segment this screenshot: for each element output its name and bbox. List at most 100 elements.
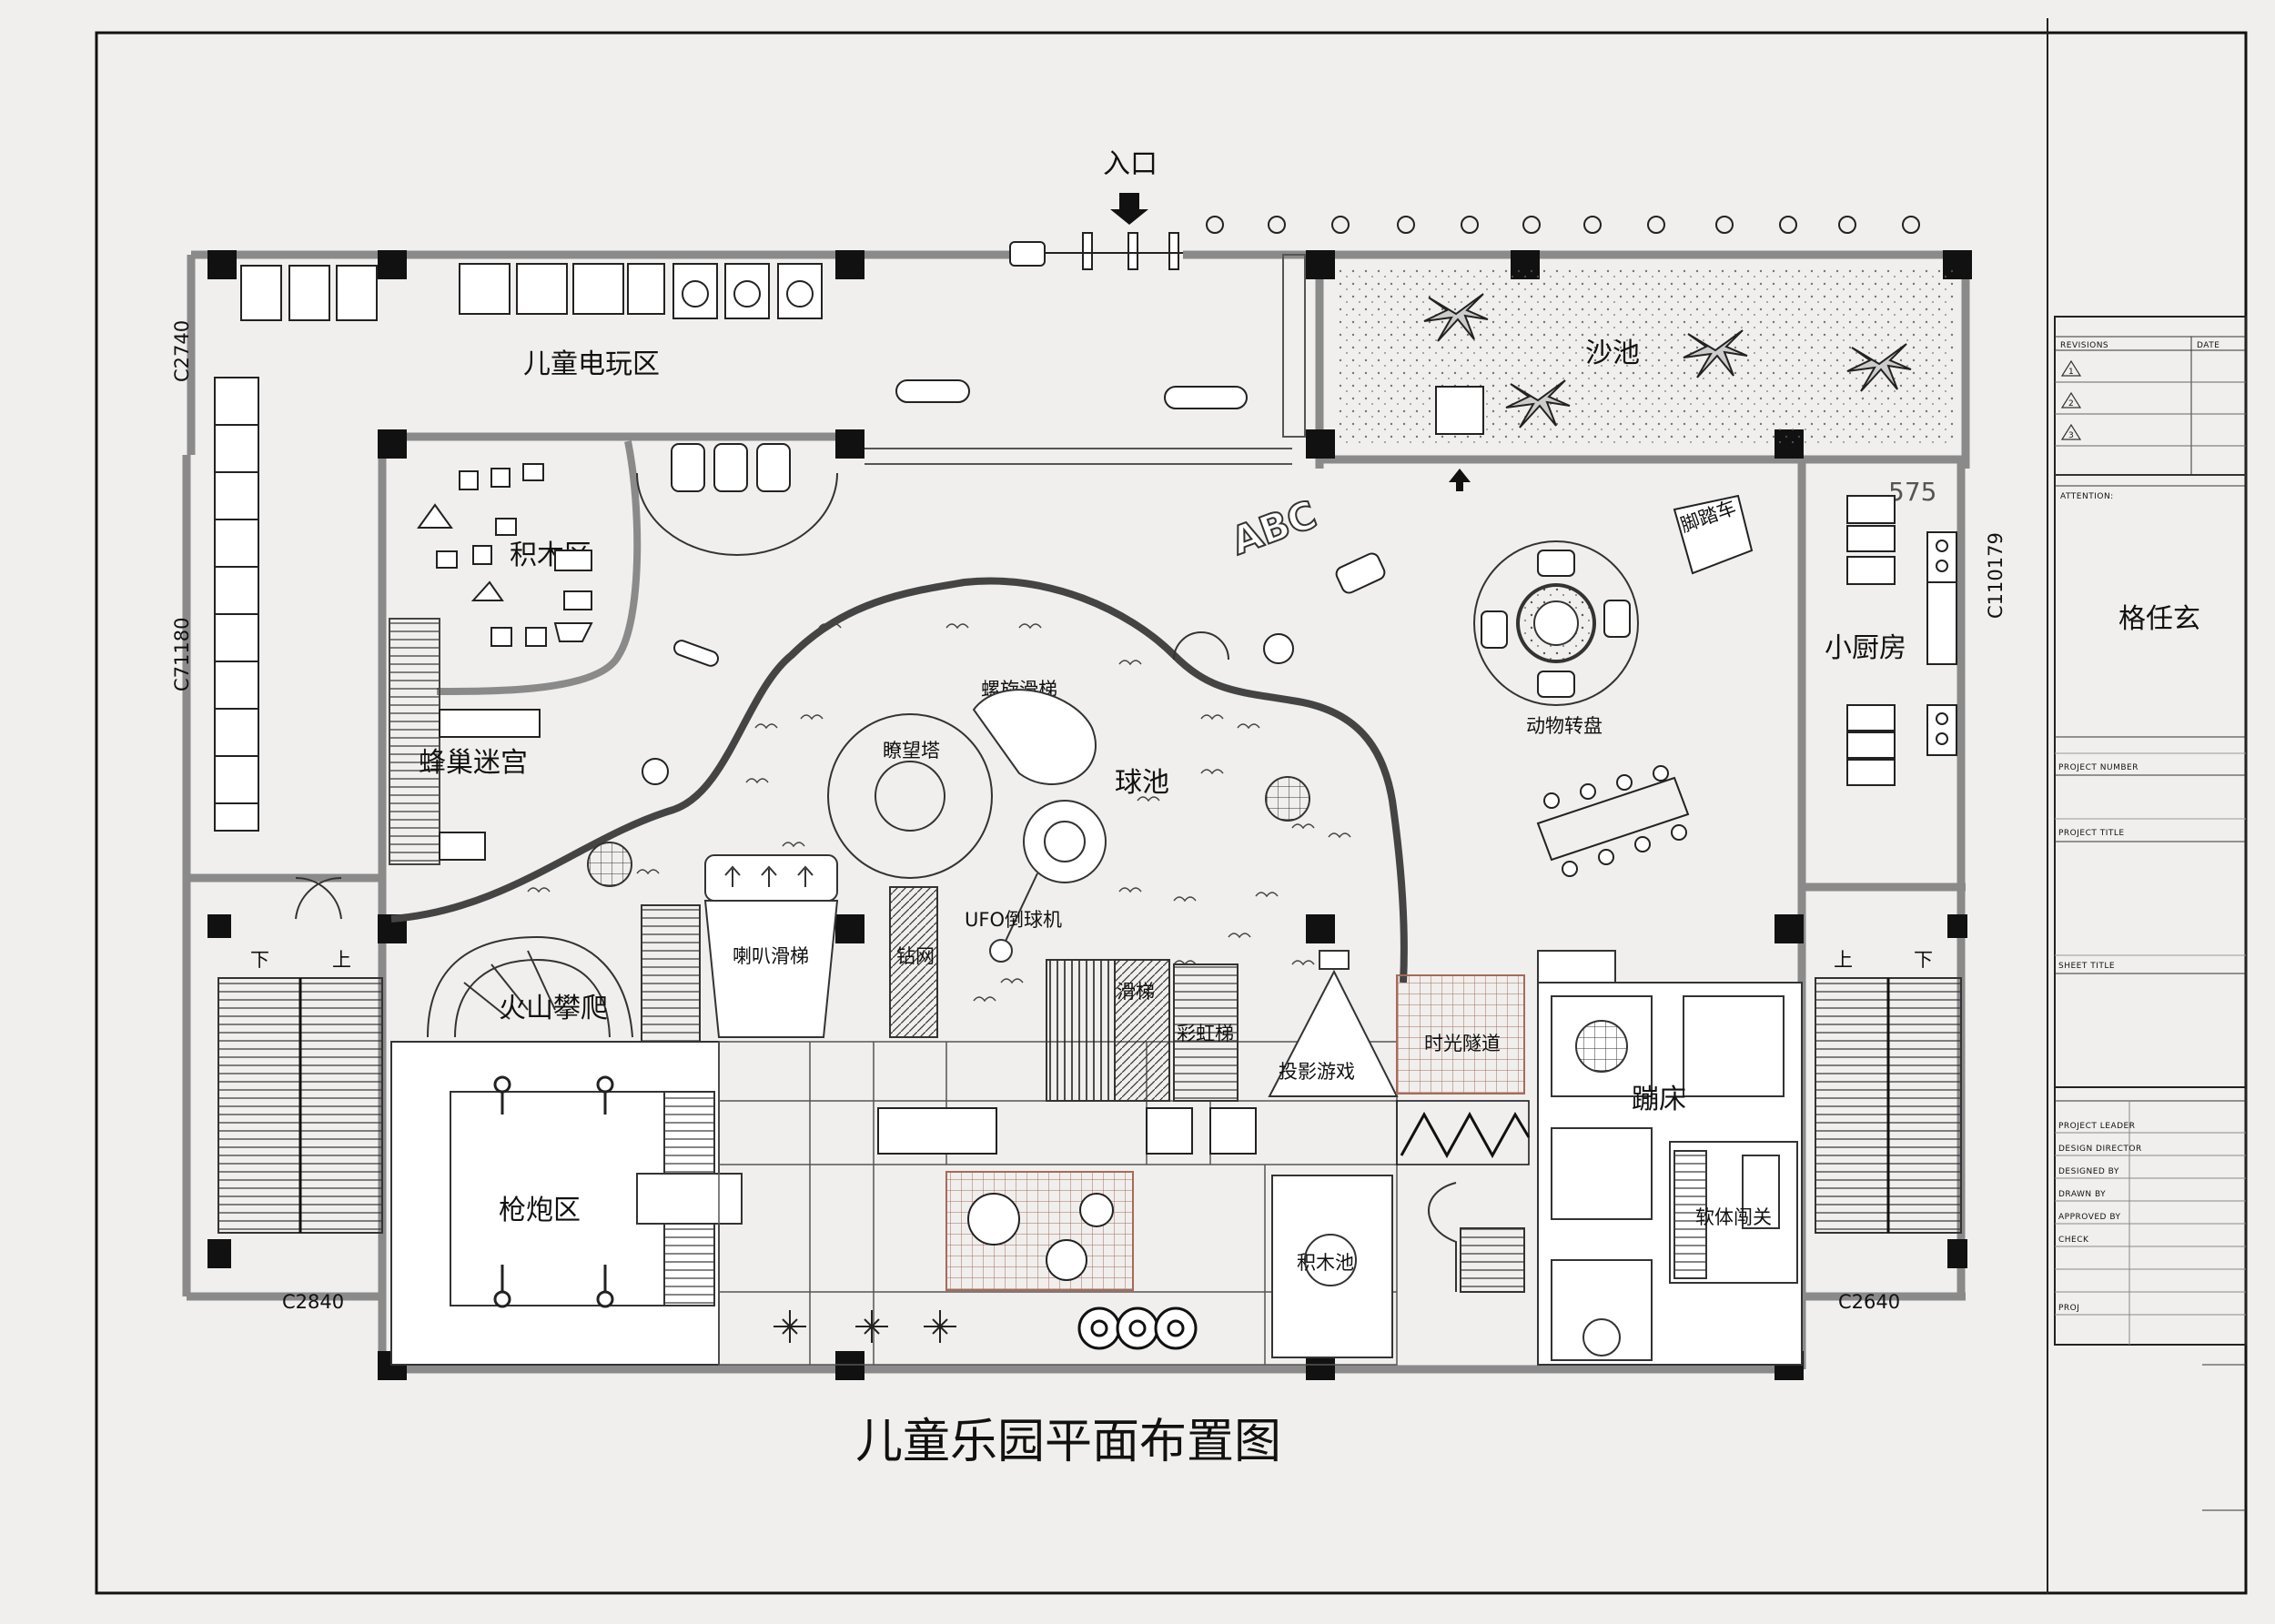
wave-pads bbox=[877, 1107, 1257, 1155]
stair-right-down: 下 bbox=[1914, 949, 1933, 971]
toy-ball-1 bbox=[1263, 633, 1294, 664]
dim-c2840: C2840 bbox=[282, 1291, 344, 1313]
ball-pool-entry-arc bbox=[1173, 631, 1229, 661]
block-pool-label: 积木池 bbox=[1297, 1252, 1354, 1274]
stair-left-up: 上 bbox=[332, 949, 351, 971]
entry-curve bbox=[1428, 1182, 1457, 1292]
tb-row-7: PROJ bbox=[2058, 1304, 2079, 1313]
honeycomb-bench-2 bbox=[439, 832, 486, 861]
ball-pool-boundary bbox=[390, 577, 1408, 983]
honeycomb-maze-label: 蜂巢迷宫 bbox=[419, 747, 528, 779]
sand-pool-area bbox=[1338, 269, 1956, 448]
gun-zone-bridge bbox=[636, 1173, 743, 1225]
volcano-climb bbox=[427, 935, 633, 1038]
entrance-label: 入口 bbox=[1103, 148, 1158, 180]
mini-carousel-arc bbox=[636, 472, 838, 556]
tb-project-number: PROJECT NUMBER bbox=[2058, 763, 2138, 772]
animal-carousel-core bbox=[1533, 600, 1579, 646]
glass-partition bbox=[864, 254, 1306, 465]
tb-row-5: APPROVED BY bbox=[2058, 1213, 2121, 1222]
soft-level bbox=[1669, 1141, 1798, 1284]
up-arrow-icons bbox=[724, 865, 814, 887]
block-pool-circle bbox=[1304, 1234, 1357, 1286]
spiral-slide bbox=[972, 689, 1107, 963]
tb-project-title: PROJECT TITLE bbox=[2058, 829, 2125, 838]
ball-pool-waves bbox=[527, 623, 1351, 1003]
projection-game bbox=[1268, 950, 1399, 1097]
tb-row-6: CHECK bbox=[2058, 1236, 2089, 1245]
tb-row-2: DESIGN DIRECTOR bbox=[2058, 1145, 2142, 1154]
revision-triangles bbox=[2060, 359, 2082, 440]
time-tunnel-label: 时光隧道 bbox=[1424, 1033, 1501, 1054]
ball-pool-label: 球池 bbox=[1115, 767, 1169, 799]
dim-575: 575 bbox=[1888, 477, 1936, 507]
climb-net bbox=[889, 886, 938, 1038]
projection-game-label: 投影游戏 bbox=[1279, 1061, 1355, 1083]
tb-date: DATE bbox=[2197, 341, 2219, 350]
rock-slide-net bbox=[1114, 959, 1170, 1102]
exterior-posts bbox=[1206, 216, 1920, 234]
rock-slide-label: 滑梯 bbox=[1117, 981, 1155, 1003]
sand-pool-label: 沙池 bbox=[1585, 338, 1640, 369]
honeycomb-stairs bbox=[389, 618, 440, 865]
star-markers bbox=[774, 1310, 956, 1343]
rainbow-ladder bbox=[1173, 963, 1239, 1102]
carousel-cars bbox=[671, 443, 791, 492]
watch-tower bbox=[827, 713, 993, 879]
drawing-title: 儿童乐园平面布置图 bbox=[855, 1415, 1281, 1469]
horn-slide-stairs bbox=[641, 904, 701, 1043]
ball-grid-floor bbox=[945, 1171, 1134, 1291]
game-machines bbox=[240, 263, 823, 321]
tb-designer: 格任玄 bbox=[2118, 603, 2200, 635]
slide-rollers bbox=[1046, 959, 1116, 1102]
stair-left bbox=[217, 977, 383, 1234]
kitchen-label: 小厨房 bbox=[1825, 632, 1906, 664]
rainbow-ladder-label: 彩虹梯 bbox=[1177, 1023, 1234, 1044]
sand-pool-arrow-icon bbox=[1449, 469, 1471, 491]
floor-gears bbox=[1077, 1306, 1198, 1350]
animal-carousel bbox=[1473, 540, 1639, 706]
tb-row-1: PROJECT LEADER bbox=[2058, 1122, 2135, 1131]
kick-car bbox=[1673, 494, 1754, 575]
maze-dotted-ball bbox=[587, 842, 632, 887]
soft-level-label: 软体闯关 bbox=[1695, 1206, 1772, 1228]
honeycomb-bench bbox=[439, 709, 541, 738]
horn-slide-label: 喇叭滑梯 bbox=[733, 945, 809, 967]
watch-tower-inner bbox=[875, 761, 945, 832]
stair-left-door bbox=[295, 876, 342, 920]
tb-rev-2: 2 bbox=[2068, 399, 2074, 409]
watch-tower-label: 瞭望塔 bbox=[883, 740, 940, 762]
sand-pool-gate bbox=[1435, 386, 1484, 435]
locker-cabinets bbox=[214, 377, 259, 832]
arcade-seats bbox=[895, 379, 1248, 409]
gun-zone-label: 枪炮区 bbox=[499, 1195, 581, 1226]
toy-ball-2 bbox=[642, 758, 669, 785]
stair-left-down: 下 bbox=[250, 949, 269, 971]
entrance-arrow-icon bbox=[1110, 193, 1148, 225]
entry-stairs bbox=[1460, 1227, 1525, 1293]
ufo-machine-label: UFO倒球机 bbox=[965, 909, 1062, 931]
seesaw-bench bbox=[1536, 765, 1690, 877]
toy-rocket bbox=[673, 640, 719, 667]
carousel-animals bbox=[1481, 550, 1631, 698]
volcano-climb-label: 火山攀爬 bbox=[499, 993, 608, 1024]
gun-turrets bbox=[493, 1075, 614, 1308]
dim-c71180: C71180 bbox=[171, 618, 193, 691]
time-tunnel bbox=[1396, 974, 1525, 1094]
ball-pool-dotted-ball bbox=[1265, 776, 1310, 822]
tb-row-3: DESIGNED BY bbox=[2058, 1167, 2119, 1176]
title-block bbox=[2047, 18, 2247, 1594]
tb-sheet-title: SHEET TITLE bbox=[2058, 962, 2115, 971]
zigzag-slide bbox=[1396, 1100, 1531, 1165]
entrance-gate bbox=[1009, 232, 1183, 270]
tb-rev-1: 1 bbox=[2068, 368, 2074, 377]
game-zone-label: 儿童电玩区 bbox=[523, 348, 660, 380]
toy-car bbox=[1335, 552, 1386, 594]
block-pool bbox=[1271, 1175, 1393, 1358]
palm-trees bbox=[1423, 293, 1912, 429]
dim-c110179: C110179 bbox=[1985, 532, 2007, 619]
blocks-zone-wall bbox=[436, 440, 642, 695]
dim-c2640: C2640 bbox=[1838, 1291, 1900, 1313]
tb-attention: ATTENTION: bbox=[2060, 492, 2114, 501]
